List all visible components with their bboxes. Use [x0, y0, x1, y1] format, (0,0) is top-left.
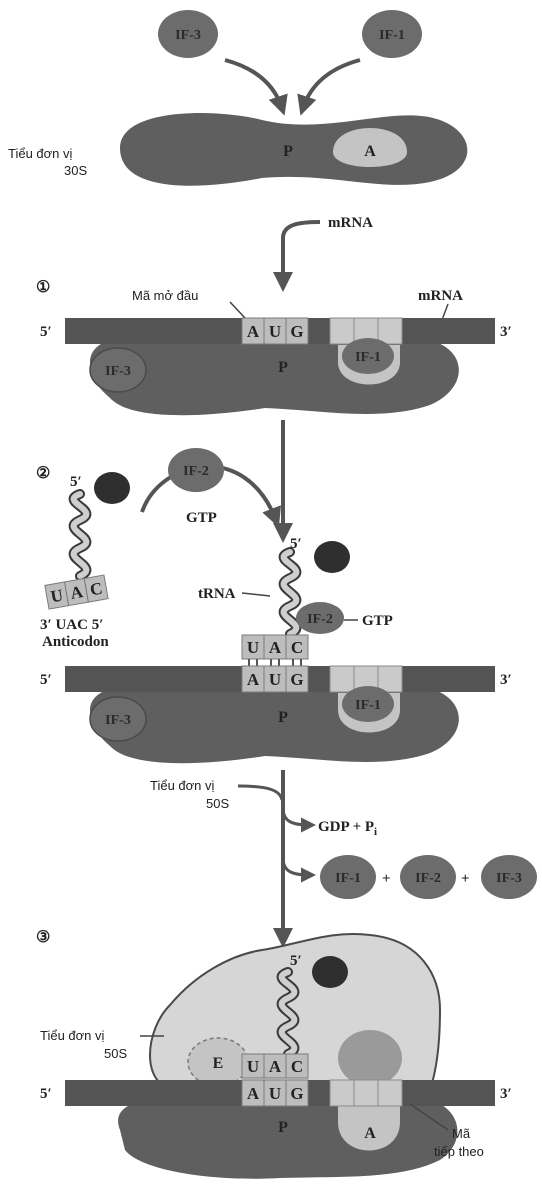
bound-anticodon-c: C	[291, 638, 303, 657]
mrna-leader-step1	[442, 304, 448, 320]
if1-label-step2: IF-1	[355, 698, 381, 713]
gtp-label-free: GTP	[186, 510, 217, 526]
five-prime-step1: 5′	[40, 324, 52, 340]
three-prime-step1: 3′	[500, 324, 512, 340]
large-subunit-label-top-line1: Tiểu đơn vị	[150, 778, 215, 793]
if2-label-released: IF-2	[415, 871, 441, 886]
mrna-join-arrow	[283, 222, 320, 284]
if3-label-step1: IF-3	[105, 364, 131, 379]
step-3-marker: ③	[36, 929, 50, 946]
anticodon-label-line1: 3′ UAC 5′	[40, 617, 103, 633]
codon-a-step3: A	[247, 1084, 260, 1103]
top-section: IF-3 IF-1 A P Tiểu đơn vị 30S mRNA	[8, 10, 467, 284]
mrna-join-label: mRNA	[328, 215, 373, 231]
if2-gtp-label: GTP	[362, 613, 393, 629]
codon-g-step1: G	[290, 322, 303, 341]
p-site-label-30s: P	[283, 143, 293, 160]
arrow-if1-in	[303, 60, 360, 108]
if1-label-top: IF-1	[379, 28, 405, 43]
arrow-if3-in	[225, 60, 282, 108]
transition-2-3: Tiểu đơn vị 50S GDP + Pi IF-1 + IF-2 + I…	[150, 770, 537, 940]
codon-a-step2: A	[247, 670, 260, 689]
base-pairs-step2	[249, 659, 301, 666]
plus-1: +	[382, 871, 391, 887]
gdp-pi-label: GDP + Pi	[318, 819, 377, 838]
amino-acid-bound-trna	[314, 541, 350, 573]
codon-u-step1: U	[269, 322, 281, 341]
step3-anticodon-u: U	[247, 1057, 259, 1076]
bound-anticodon-u: U	[247, 638, 259, 657]
p-site-label-step3: P	[278, 1119, 288, 1136]
start-codon-label: Mã mở đầu	[132, 288, 198, 303]
plus-2: +	[461, 871, 470, 887]
large-subunit-label-top-line2: 50S	[206, 796, 229, 811]
if1-label-step1: IF-1	[355, 350, 381, 365]
bound-anticodon-a: A	[269, 638, 282, 657]
five-prime-step3: 5′	[40, 1086, 52, 1102]
if2-label-free: IF-2	[183, 464, 209, 479]
next-codon-label-line2: tiếp theo	[434, 1144, 484, 1159]
codon-u-step2: U	[269, 670, 281, 689]
amino-acid-step3	[312, 956, 348, 988]
small-subunit-30s	[120, 113, 467, 186]
large-subunit-join-arrow	[238, 786, 282, 800]
small-subunit-label-line1: Tiểu đơn vị	[8, 146, 73, 161]
large-subunit-label-line2: 50S	[104, 1046, 127, 1061]
mrna-label-step1: mRNA	[418, 288, 463, 304]
codon-a-step1: A	[247, 322, 260, 341]
amino-acid-free-trna	[94, 472, 130, 504]
codon-g-step3: G	[290, 1084, 303, 1103]
if1-label-released: IF-1	[335, 871, 361, 886]
p-site-label-step2: P	[278, 709, 288, 726]
step3-anticodon-c: C	[291, 1057, 303, 1076]
three-prime-step2: 3′	[500, 672, 512, 688]
p-site-label-step1: P	[278, 359, 288, 376]
trna-label: tRNA	[198, 586, 236, 602]
gdp-release-arrow	[283, 808, 310, 825]
start-codon-leader	[230, 302, 245, 318]
if2-label-bound: IF-2	[307, 612, 333, 627]
five-prime-free-trna: 5′	[70, 474, 82, 490]
ribosome-30s-step3	[118, 1098, 457, 1179]
next-codon-label-line1: Mã	[452, 1126, 471, 1141]
free-trna: 5′ U A C 3′ UAC 5′ Anticodon	[40, 472, 130, 650]
a-site-label-step3: A	[364, 1125, 376, 1142]
five-prime-step3-trna: 5′	[290, 953, 302, 969]
if3-label-step2: IF-3	[105, 713, 131, 728]
anticodon-bound: U A C	[242, 635, 308, 659]
trna-leader	[242, 593, 270, 596]
step-3: ③ E 5′ U A C Tiểu đơn vị 50S	[36, 929, 512, 1179]
five-prime-bound-trna: 5′	[290, 536, 302, 552]
step-2: ② 5′ U A C 3′ UAC 5′ Anticodon IF-2 GTP	[36, 448, 512, 763]
three-prime-step3: 3′	[500, 1086, 512, 1102]
step-1-marker: ①	[36, 279, 50, 296]
e-site-label: E	[213, 1055, 224, 1072]
small-subunit-label-line2: 30S	[64, 163, 87, 178]
factor-release-arrow	[283, 858, 310, 875]
if3-label-top: IF-3	[175, 28, 201, 43]
bound-trna: 5′ tRNA IF-2 GTP	[198, 536, 393, 634]
codon-u-step3: U	[269, 1084, 281, 1103]
if3-label-released: IF-3	[496, 871, 522, 886]
large-subunit-label-line1: Tiểu đơn vị	[40, 1028, 105, 1043]
anticodon-label-line2: Anticodon	[42, 634, 109, 650]
step-2-marker: ②	[36, 465, 50, 482]
codon-g-step2: G	[290, 670, 303, 689]
a-site-50s	[338, 1030, 402, 1086]
a-site-label-30s: A	[364, 143, 376, 160]
anticodon-free-trna: U A C	[45, 575, 108, 609]
step3-anticodon-a: A	[269, 1057, 282, 1076]
five-prime-step2: 5′	[40, 672, 52, 688]
